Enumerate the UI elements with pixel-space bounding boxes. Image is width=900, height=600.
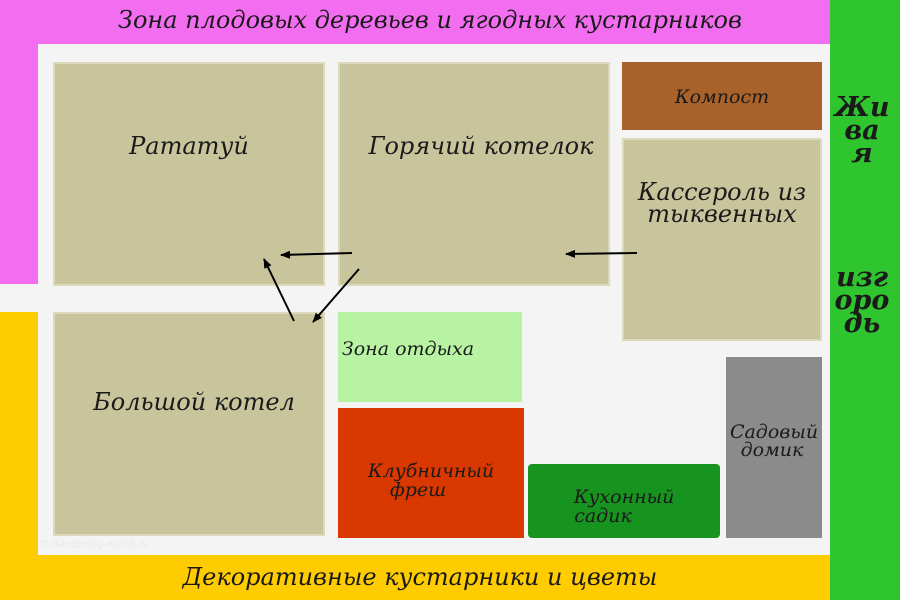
garden-shed: Садовый домик: [726, 357, 822, 538]
decorative-zone-left: [0, 312, 38, 600]
arrow-hotpot-to-ratatouille: [280, 250, 353, 259]
fruit-zone-top: [0, 0, 830, 44]
decorative-zone-bottom: [0, 555, 830, 600]
bed-big-pot-label: Большой котел: [93, 388, 295, 416]
shed-label-line2: домик: [740, 439, 804, 461]
rest-zone: Зона отдыха: [338, 312, 522, 402]
compost-label: Компост: [674, 86, 770, 108]
watermark: © Gardening-world.ru: [38, 539, 149, 550]
fruit-zone-label: Зона плодовых деревьев и ягодных кустарн…: [118, 6, 742, 34]
bed-casserole-label-line1: Кассероль из: [637, 178, 807, 206]
arrow-big-pot-to-ratatouille: [263, 258, 295, 322]
hedge-zone: [830, 0, 900, 600]
kitchen-garden: Кухонный садик: [528, 464, 720, 538]
arrow-ratatouille-to-big-pot: [312, 268, 360, 323]
compost-area: Компост: [622, 62, 822, 130]
kitchen-label-line2: садик: [574, 505, 632, 527]
bed-ratatouille-label: Рататуй: [129, 132, 249, 160]
bed-ratatouille: Рататуй: [53, 62, 325, 286]
decorative-zone-label: Декоративные кустарники и цветы: [182, 563, 658, 591]
strawberry-label-line2: фреш: [389, 479, 447, 501]
bed-hotpot: Горячий котелок: [338, 62, 610, 286]
bed-casserole: Кассероль из тыквенных: [622, 138, 822, 341]
strawberry-bed: Клубничный фреш: [338, 408, 524, 538]
bed-casserole-label-line2: тыквенных: [647, 200, 797, 228]
fruit-zone-left: [0, 44, 38, 284]
strawberry-label-line1: Клубничный: [367, 460, 495, 482]
kitchen-label-line1: Кухонный: [573, 486, 675, 508]
arrow-casserole-to-hotpot: [565, 249, 638, 258]
hedge-label-line1: Живая: [834, 92, 890, 170]
bed-hotpot-label: Горячий котелок: [368, 132, 594, 160]
hedge-label-line2: изгородь: [834, 262, 890, 340]
bed-big-pot: Большой котел: [53, 312, 325, 536]
shed-label-line1: Садовый: [729, 421, 819, 443]
rest-zone-label: Зона отдыха: [341, 338, 475, 360]
